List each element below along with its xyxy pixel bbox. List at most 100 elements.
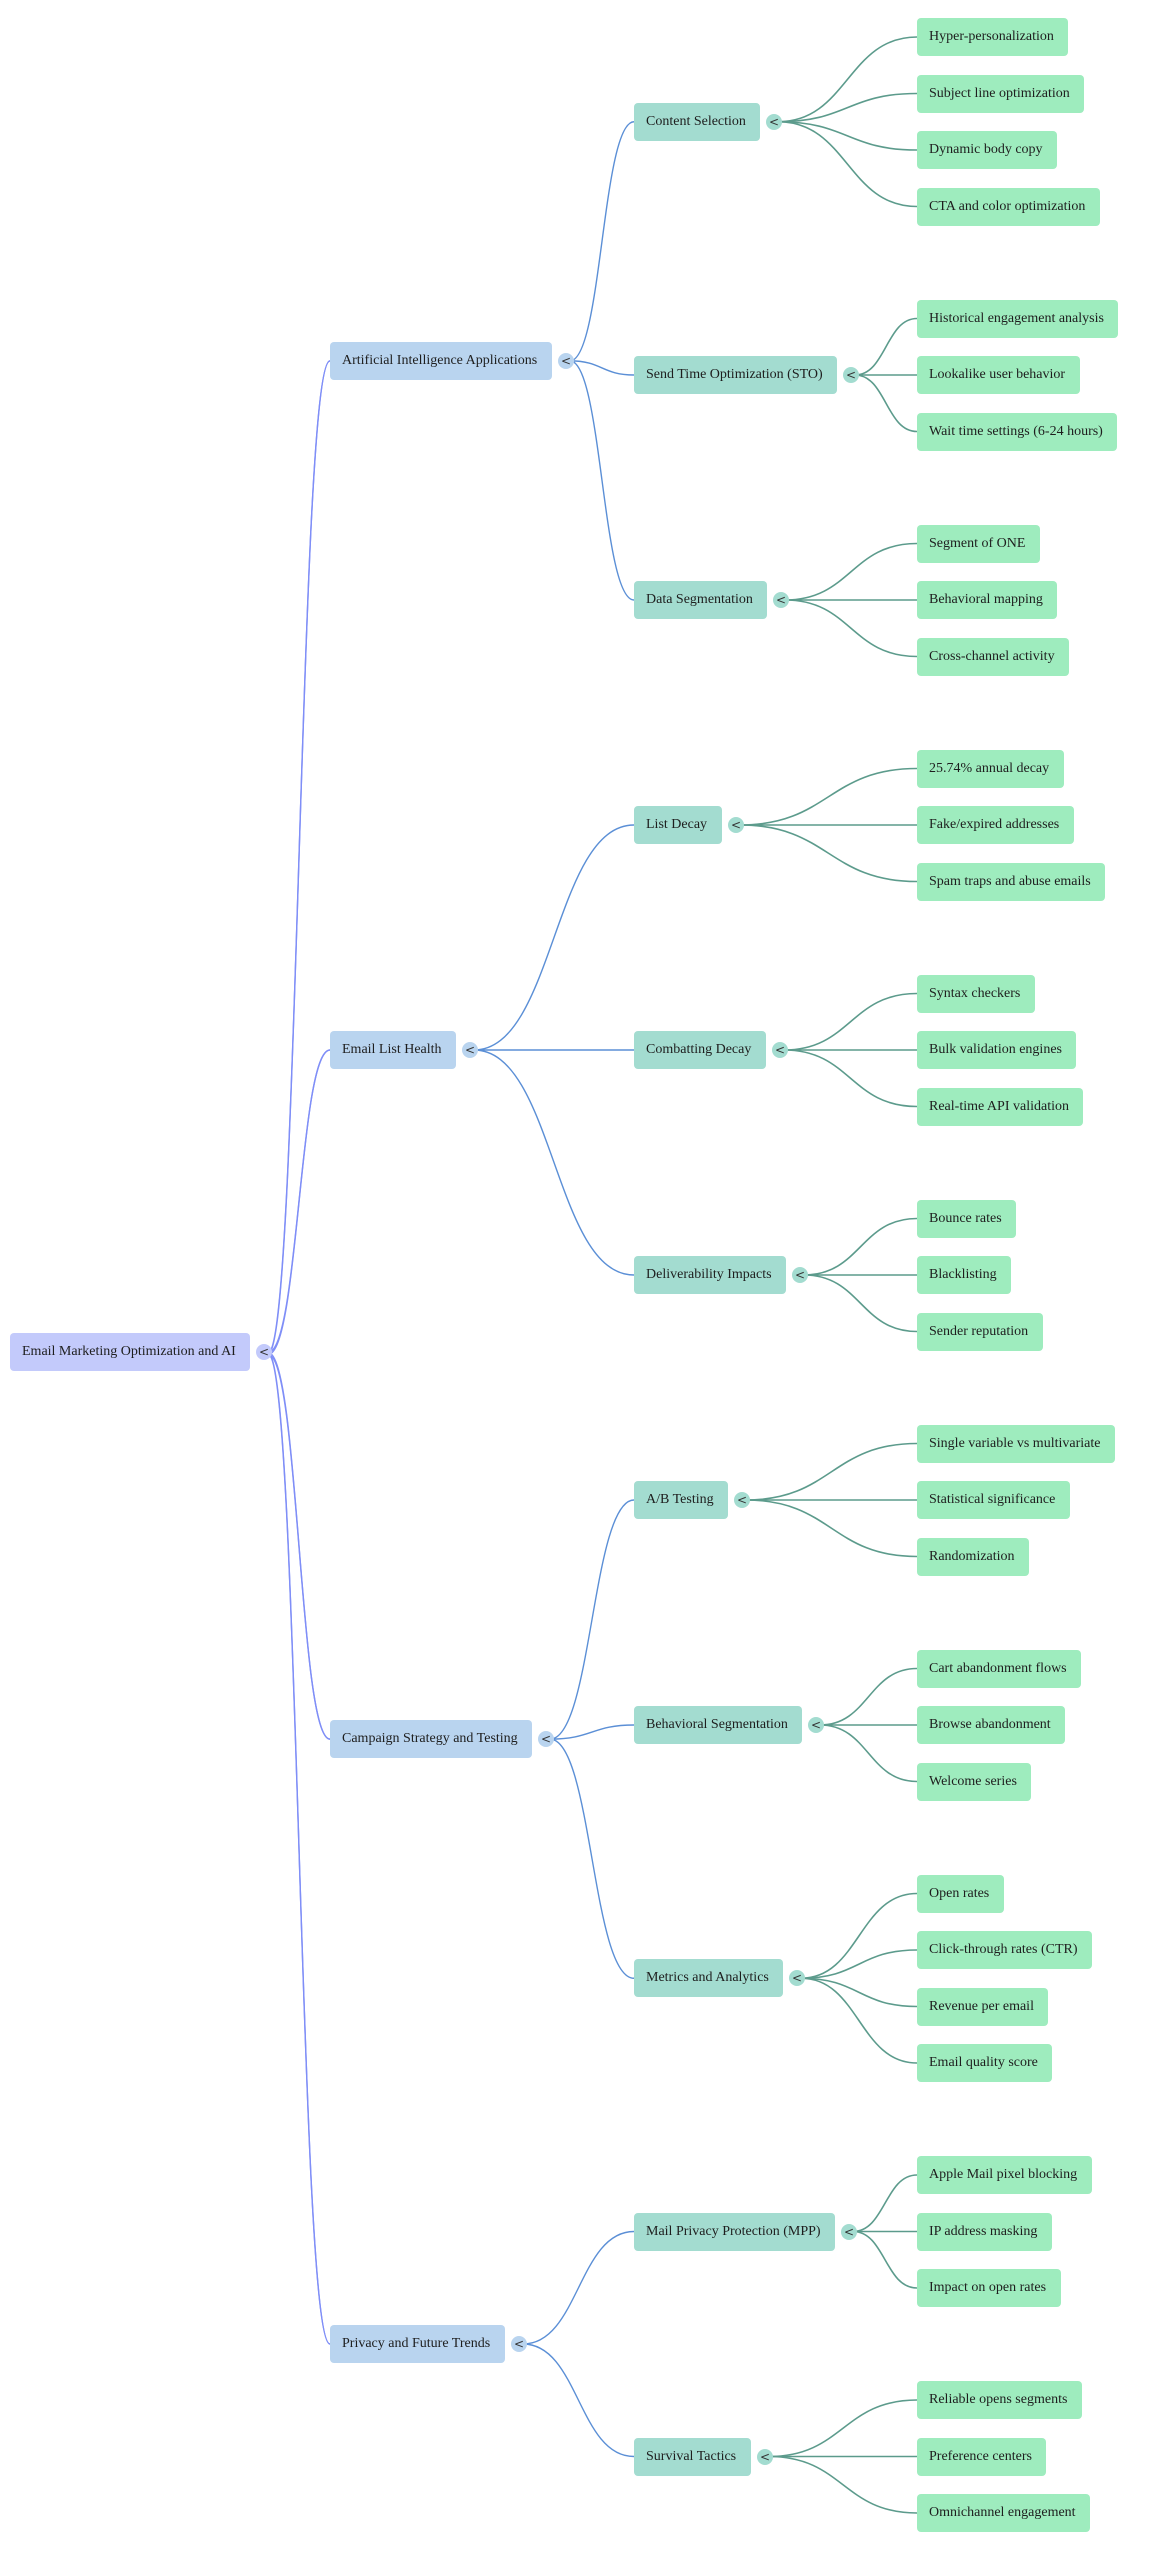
collapse-toggle-icon[interactable]: <	[728, 817, 744, 833]
connector-line	[803, 1217, 918, 1276]
leaf-node-real-time-api-validation[interactable]: Real-time API validation	[917, 1087, 1083, 1126]
node-label: Fake/expired addresses	[929, 817, 1060, 832]
leaf-node-browse-abandonment[interactable]: Browse abandonment	[917, 1706, 1065, 1744]
leaf-node-open-rates[interactable]: Open rates	[917, 1874, 1004, 1913]
connector-line	[800, 1949, 918, 1980]
leaf-node-welcome-series[interactable]: Welcome series	[917, 1762, 1031, 1801]
leaf-node-email-quality-score[interactable]: Email quality score	[917, 2044, 1052, 2082]
leaf-node-single-variable-vs-multivariate[interactable]: Single variable vs multivariate	[917, 1424, 1115, 1463]
topic-node-mail-privacy-protection-mpp[interactable]: Mail Privacy Protection (MPP)	[634, 2212, 835, 2251]
collapse-toggle-icon[interactable]: <	[843, 367, 859, 383]
collapse-toggle-icon[interactable]: <	[792, 1267, 808, 1283]
node-label: Blacklisting	[929, 1267, 997, 1282]
node-label: Impact on open rates	[929, 2280, 1047, 2295]
connector-line	[800, 1892, 918, 1980]
connector-line	[473, 1049, 635, 1276]
leaf-node-reliable-opens-segments[interactable]: Reliable opens segments	[917, 2381, 1082, 2419]
connector-line	[800, 1977, 918, 2064]
leaf-node-ip-address-masking[interactable]: IP address masking	[917, 2212, 1052, 2251]
node-label: Apple Mail pixel blocking	[929, 2167, 1078, 2182]
leaf-node-sender-reputation[interactable]: Sender reputation	[917, 1312, 1043, 1351]
node-label: Segment of ONE	[929, 535, 1026, 551]
connector-line	[473, 824, 635, 1051]
collapse-toggle-icon[interactable]: <	[538, 1731, 554, 1748]
topic-node-privacy-and-future-trends[interactable]: Privacy and Future Trends	[330, 2325, 505, 2363]
collapse-toggle-icon[interactable]: <	[462, 1042, 478, 1058]
node-label: Real-time API validation	[929, 1098, 1069, 1114]
leaf-node-bulk-validation-engines[interactable]: Bulk validation engines	[917, 1031, 1076, 1069]
topic-node-combatting-decay[interactable]: Combatting Decay	[634, 1031, 766, 1069]
leaf-node-spam-traps-and-abuse-emails[interactable]: Spam traps and abuse emails	[917, 862, 1105, 901]
topic-node-data-segmentation[interactable]: Data Segmentation	[634, 581, 767, 619]
collapse-toggle-icon[interactable]: <	[773, 592, 789, 608]
topic-node-artificial-intelligence-applications[interactable]: Artificial Intelligence Applications	[330, 341, 552, 380]
connector-line	[745, 1442, 918, 1501]
collapse-toggle-icon[interactable]: <	[757, 2448, 773, 2465]
leaf-node-blacklisting[interactable]: Blacklisting	[917, 1256, 1011, 1294]
collapse-toggle-icon[interactable]: <	[766, 113, 782, 130]
leaf-node-cta-and-color-optimization[interactable]: CTA and color optimization	[917, 187, 1100, 226]
leaf-node-historical-engagement-analysis[interactable]: Historical engagement analysis	[917, 299, 1118, 338]
leaf-node-click-through-rates-ctr[interactable]: Click-through rates (CTR)	[917, 1931, 1092, 1969]
topic-node-behavioral-segmentation[interactable]: Behavioral Segmentation	[634, 1706, 802, 1744]
leaf-node-cart-abandonment-flows[interactable]: Cart abandonment flows	[917, 1649, 1081, 1688]
node-label: Cross-channel activity	[929, 648, 1055, 664]
topic-node-content-selection[interactable]: Content Selection	[634, 102, 760, 141]
node-label: IP address masking	[929, 2223, 1038, 2239]
connector-line	[852, 2174, 918, 2233]
leaf-node-fake-expired-addresses[interactable]: Fake/expired addresses	[917, 806, 1074, 844]
connector-line	[768, 2455, 918, 2514]
topic-node-a-b-testing[interactable]: A/B Testing	[634, 1481, 728, 1519]
leaf-node-25-74-annual-decay[interactable]: 25.74% annual decay	[917, 749, 1064, 788]
leaf-node-dynamic-body-copy[interactable]: Dynamic body copy	[917, 131, 1057, 169]
leaf-node-impact-on-open-rates[interactable]: Impact on open rates	[917, 2269, 1061, 2307]
node-label: Welcome series	[929, 1773, 1017, 1789]
collapse-toggle-icon[interactable]: <	[511, 2336, 527, 2352]
node-label: Reliable opens segments	[929, 2392, 1068, 2407]
connector-line	[783, 992, 918, 1051]
leaf-node-bounce-rates[interactable]: Bounce rates	[917, 1199, 1016, 1238]
topic-node-send-time-optimization-sto[interactable]: Send Time Optimization (STO)	[634, 356, 837, 394]
root-node-email-marketing-optimization-and-ai[interactable]: Email Marketing Optimization and AI	[10, 1333, 250, 1372]
node-label: Hyper-personalization	[929, 29, 1054, 44]
collapse-toggle-icon[interactable]: <	[808, 1717, 824, 1733]
collapse-toggle-icon[interactable]: <	[789, 1970, 805, 1987]
collapse-toggle-icon[interactable]: <	[558, 352, 574, 369]
connector-line	[522, 2230, 635, 2345]
node-label: Open rates	[929, 1885, 990, 1901]
connector-line	[854, 374, 918, 433]
connector-line	[745, 1499, 918, 1558]
collapse-toggle-icon[interactable]: <	[841, 2223, 857, 2240]
leaf-node-omnichannel-engagement[interactable]: Omnichannel engagement	[917, 2494, 1090, 2532]
connector-line	[267, 1049, 331, 1356]
leaf-node-randomization[interactable]: Randomization	[917, 1537, 1029, 1576]
leaf-node-segment-of-one[interactable]: Segment of ONE	[917, 524, 1040, 563]
topic-node-metrics-and-analytics[interactable]: Metrics and Analytics	[634, 1959, 783, 1998]
topic-node-list-decay[interactable]: List Decay	[634, 806, 722, 844]
node-label: Randomization	[929, 1548, 1015, 1564]
leaf-node-syntax-checkers[interactable]: Syntax checkers	[917, 974, 1035, 1013]
leaf-node-revenue-per-email[interactable]: Revenue per email	[917, 1987, 1048, 2026]
node-label: Subject line optimization	[929, 85, 1070, 101]
node-label: Syntax checkers	[929, 985, 1021, 1001]
leaf-node-cross-channel-activity[interactable]: Cross-channel activity	[917, 637, 1069, 676]
leaf-node-statistical-significance[interactable]: Statistical significance	[917, 1481, 1070, 1519]
topic-node-campaign-strategy-and-testing[interactable]: Campaign Strategy and Testing	[330, 1720, 532, 1759]
topic-node-survival-tactics[interactable]: Survival Tactics	[634, 2437, 751, 2476]
leaf-node-behavioral-mapping[interactable]: Behavioral mapping	[917, 581, 1057, 619]
leaf-node-wait-time-settings-6-24-hours[interactable]: Wait time settings (6-24 hours)	[917, 412, 1117, 451]
collapse-toggle-icon[interactable]: <	[772, 1042, 788, 1058]
topic-node-email-list-health[interactable]: Email List Health	[330, 1031, 456, 1069]
collapse-toggle-icon[interactable]: <	[256, 1344, 272, 1361]
leaf-node-subject-line-optimization[interactable]: Subject line optimization	[917, 74, 1084, 113]
leaf-node-hyper-personalization[interactable]: Hyper-personalization	[917, 18, 1068, 56]
leaf-node-lookalike-user-behavior[interactable]: Lookalike user behavior	[917, 356, 1080, 394]
topic-node-deliverability-impacts[interactable]: Deliverability Impacts	[634, 1256, 786, 1294]
leaf-node-apple-mail-pixel-blocking[interactable]: Apple Mail pixel blocking	[917, 2156, 1092, 2194]
collapse-toggle-icon[interactable]: <	[734, 1492, 750, 1508]
node-label: Bulk validation engines	[929, 1042, 1062, 1057]
connector-line	[569, 360, 635, 601]
node-label: Email quality score	[929, 2055, 1038, 2070]
leaf-node-preference-centers[interactable]: Preference centers	[917, 2437, 1046, 2476]
node-label: 25.74% annual decay	[929, 760, 1050, 776]
